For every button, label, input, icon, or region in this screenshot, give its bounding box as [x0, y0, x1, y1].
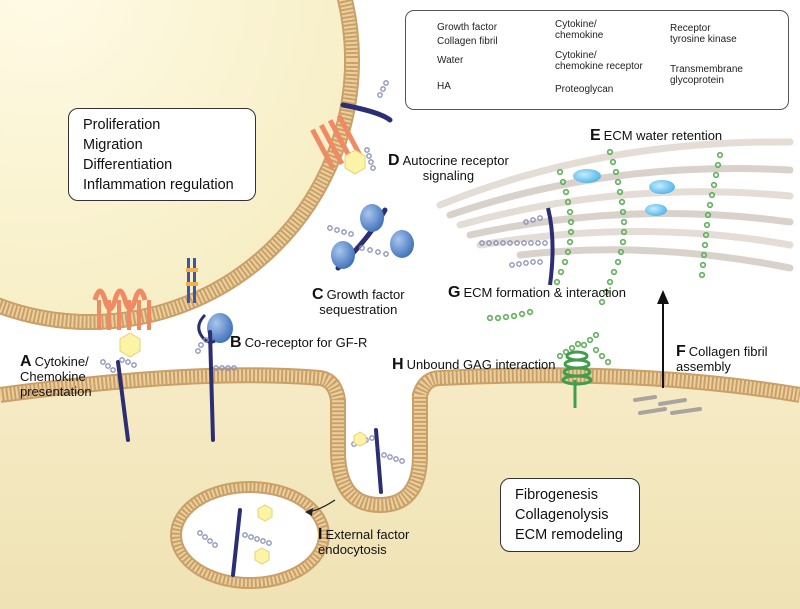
- legend-transmembrane-glycoprotein: Transmembrane glycoprotein: [670, 64, 743, 86]
- legend-proteoglycan: Proteoglycan: [555, 84, 614, 95]
- function-item: Differentiation: [83, 157, 173, 173]
- ha-chain-2: [598, 148, 628, 306]
- function-item: Collagenolysis: [515, 507, 609, 523]
- legend-collagen-fibril: Collagen fibril: [437, 36, 498, 47]
- legend-ha: HA: [437, 81, 451, 92]
- function-item: Proliferation: [83, 117, 161, 133]
- collagen-assembly-pieces: [633, 395, 702, 415]
- assembly-arrow: [657, 290, 669, 388]
- function-item: Migration: [83, 137, 143, 153]
- function-item: Inflammation regulation: [83, 177, 234, 193]
- autocrine-receptor-d: [310, 80, 393, 175]
- legend: [405, 10, 789, 110]
- legend-cytokine-receptor: Cytokine/ chemokine receptor: [555, 50, 643, 72]
- ha-chain-1: [553, 168, 575, 286]
- ha-chain-3: [698, 151, 724, 279]
- legend-receptor-tyrosine-kinase: Receptor tyrosine kinase: [670, 23, 737, 45]
- legend-water: Water: [437, 55, 464, 66]
- collagen-fibrils: [436, 138, 794, 272]
- lower-cell-functions-box: Fibrogenesis Collagenolysis ECM remodeli…: [500, 478, 640, 552]
- ha-chain-5: [556, 331, 612, 366]
- ha-chain-4: [486, 308, 534, 322]
- growth-factor-sequestration-c: [327, 204, 414, 271]
- cytokine-receptor-a: [92, 288, 151, 442]
- invagination-proteoglycan: [351, 428, 405, 494]
- co-receptor-b: [186, 258, 237, 442]
- legend-cytokine: Cytokine/ chemokine: [555, 19, 604, 41]
- legend-growth-factor: Growth factor: [437, 22, 498, 33]
- transmembrane-glycoprotein: [561, 350, 593, 408]
- ecm-proteoglycan: [479, 207, 555, 286]
- water-droplets: [573, 169, 675, 216]
- function-item: ECM remodeling: [515, 527, 623, 543]
- function-item: Fibrogenesis: [515, 487, 599, 503]
- ha-chains: [486, 148, 724, 366]
- endocytic-vesicle: [170, 481, 336, 589]
- upper-cell-functions-box: Proliferation Migration Differentiation …: [68, 108, 256, 201]
